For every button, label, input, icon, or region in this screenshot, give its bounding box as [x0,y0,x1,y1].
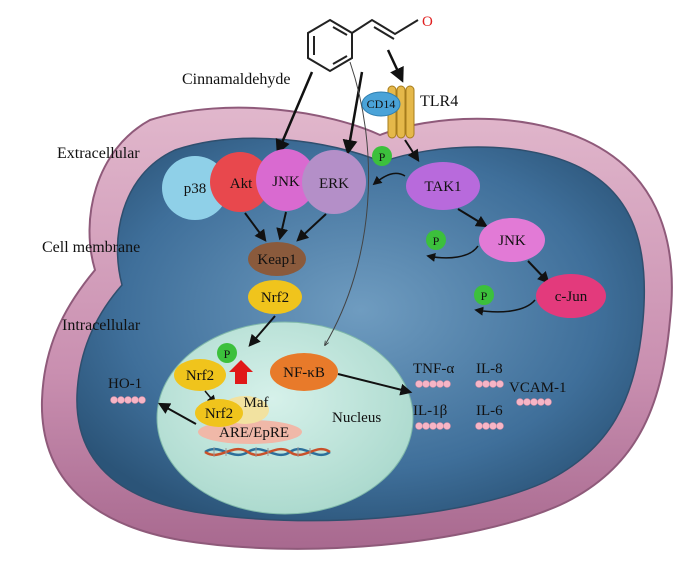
cd14-node [361,91,401,117]
tak1-label: TAK1 [424,179,461,195]
compound-name: Cinnamaldehyde [182,71,290,88]
arrow-compound-to-nfkb [325,61,370,345]
akt-label: Akt [230,176,253,192]
cjun-node [536,274,606,318]
cjun-label: c-Jun [555,289,588,305]
jnk2-label: JNK [498,233,526,249]
region-intracellular: Intracellular [62,317,141,334]
jnk-label: JNK [272,174,300,190]
phospho-cjun-node [474,285,494,305]
arrow-compound-to-erk [342,71,364,155]
arrow-akt-to-keap1 [244,212,267,242]
phospho-tak1-label: P [379,150,386,164]
phospho-tak1-node [372,146,392,166]
jnk-node [256,149,316,211]
nrf2-nuclear-label: Nrf2 [186,368,214,384]
region-membrane: Cell membrane [42,239,140,256]
ho1-beads [110,396,146,404]
region-nucleus: Nucleus [332,410,381,426]
oxygen-label: O [422,14,433,30]
il8-label: IL-8 [476,361,503,377]
up-regulation-arrow [229,360,253,384]
tnfa-label: TNF-α [413,361,454,377]
arrow-jnk-to-cjun [527,260,550,284]
phospho-jnk-node [426,230,446,250]
arrow-compound-to-kinases [275,71,314,155]
arrow-cjun-phospho [474,299,536,316]
arrow-nrf2-to-nucleus [248,315,276,347]
phospho-nrf2-node [217,343,237,363]
tak1-node [406,162,480,210]
nfkb-label: NF-κB [283,365,325,381]
tlr4-label: TLR4 [420,93,458,110]
arrow-tak1-to-kinases [372,172,406,186]
il1b-label: IL-1β [413,403,447,419]
phospho-cjun-label: P [481,289,488,303]
arrow-jnk-to-keap1 [276,211,289,241]
erk-label: ERK [319,176,349,192]
cytokine-beads [415,380,552,430]
erk-node [302,150,366,214]
nrf2-nuclear-node [174,359,226,391]
jnk2-node [479,218,545,262]
maf-label: Maf [244,395,269,411]
cd14-label: CD14 [367,97,396,111]
p38-label: p38 [184,181,207,197]
nrf2-bound-label: Nrf2 [205,406,233,422]
ho1-label: HO-1 [108,376,142,392]
are-label: ARE/EpRE [219,425,289,441]
p38-node [162,156,228,220]
arrow-erk-to-keap1 [296,213,327,242]
cinnamaldehyde-structure [307,18,419,73]
arrow-tlr4-to-tak1 [404,139,420,163]
nrf2-label: Nrf2 [261,290,289,306]
phospho-nrf2-label: P [224,347,231,361]
akt-node [210,152,270,212]
keap1-node [248,242,306,276]
vcam1-label: VCAM-1 [509,380,567,396]
nrf2-bound-node [195,399,243,427]
region-extracellular: Extracellular [57,145,140,162]
arrow-compound-to-tlr4 [386,49,404,83]
nrf2-node [248,280,302,314]
arrow-nfkb-to-cytokines [337,373,413,396]
arrow-jnk-phospho [426,245,479,262]
phospho-jnk-label: P [433,234,440,248]
il6-label: IL-6 [476,403,503,419]
nfkb-node [270,353,338,391]
arrow-are-to-ho1 [157,402,197,425]
dna-helix [204,447,331,457]
keap1-label: Keap1 [257,252,296,268]
arrow-tak1-to-jnk [457,208,489,228]
